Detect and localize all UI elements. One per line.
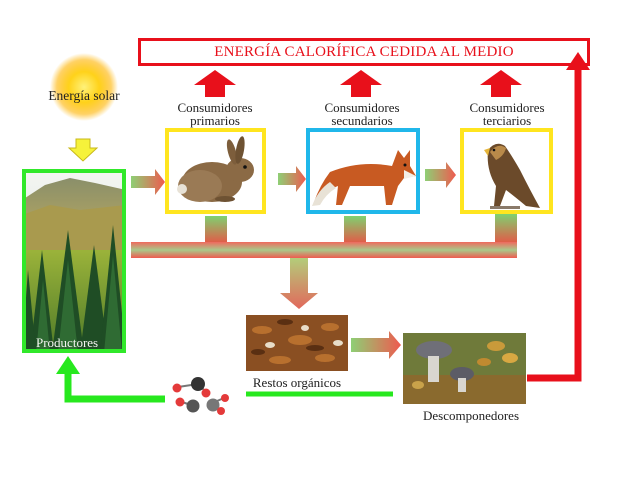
mineral-return-line-left <box>64 372 165 403</box>
producers-label: Productores <box>36 335 99 350</box>
heat-loss-arrows <box>194 70 522 97</box>
arrow-primary-to-secondary <box>278 166 306 192</box>
heat-energy-banner: ENERGÍA CALORÍFICA CEDIDA AL MEDIO <box>138 38 590 66</box>
arrow-to-remains <box>280 258 318 309</box>
drop-primary <box>205 216 227 246</box>
tertiary-consumers-label-line2: terciarios <box>482 113 532 128</box>
tertiary-consumers-label-line1: Consumidores <box>469 100 545 115</box>
organic-remains-image <box>246 315 348 371</box>
solar-energy-label: Energía solar <box>48 88 120 103</box>
arrow-producers-to-primary <box>131 169 165 195</box>
secondary-consumers-label: Consumidores secundarios <box>305 101 419 127</box>
mineral-return-arrowhead <box>56 356 80 374</box>
secondary-consumers-label-line1: Consumidores <box>324 100 400 115</box>
primary-consumers-label-line2: primarios <box>190 113 240 128</box>
eagle-image <box>460 128 553 214</box>
arrow-remains-to-decomposers <box>351 331 401 359</box>
fox-image <box>306 128 420 214</box>
molecules-icon <box>172 377 229 415</box>
drop-tertiary <box>495 214 517 246</box>
tertiary-consumers-label: Consumidores terciarios <box>455 101 559 127</box>
remains-collector-bar <box>131 242 517 258</box>
sun-icon <box>50 53 118 121</box>
decomposers-image <box>403 333 526 404</box>
primary-consumers-label-line1: Consumidores <box>177 100 253 115</box>
decomposer-heat-line <box>527 68 582 382</box>
sunlight-arrow <box>67 138 99 162</box>
drop-secondary <box>344 216 366 246</box>
arrow-secondary-to-tertiary <box>425 162 456 188</box>
primary-consumers-label: Consumidores primarios <box>160 101 270 127</box>
organic-remains-label: Restos orgánicos <box>252 375 342 390</box>
decomposer-heat-arrowhead <box>566 52 590 70</box>
secondary-consumers-label-line2: secundarios <box>331 113 393 128</box>
producers-image <box>22 169 126 353</box>
decomposers-label: Descomponedores <box>422 408 520 423</box>
rabbit-image <box>165 128 266 214</box>
